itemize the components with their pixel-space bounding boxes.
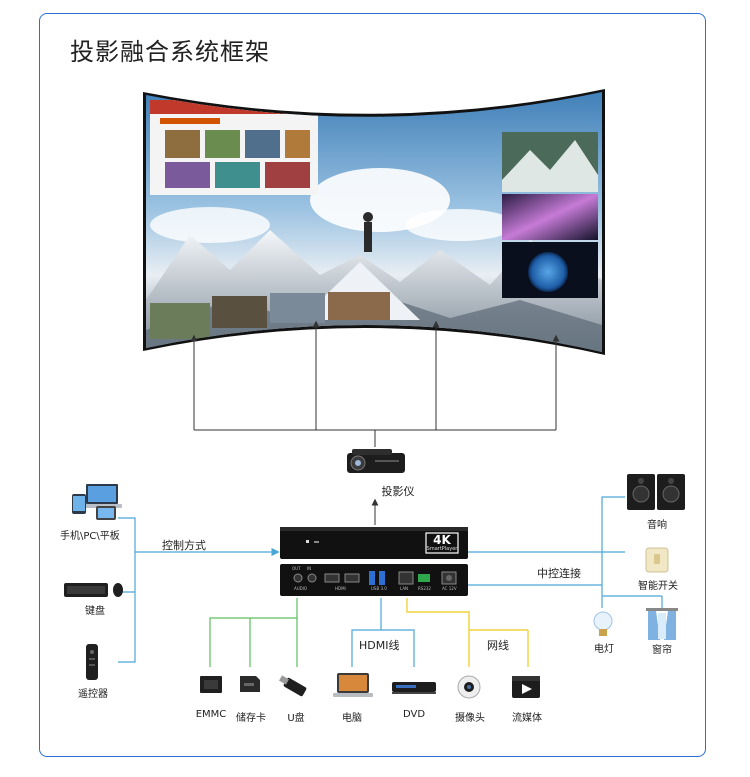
smartplayer-device [280, 527, 468, 596]
curtain-icon [646, 608, 678, 640]
page-title: 投影融合系统框架 [70, 38, 270, 66]
bottom-storage-lines [209, 598, 298, 667]
emmc-icon [200, 676, 222, 693]
bottom-item-label-camera: 摄像头 [455, 713, 485, 724]
camera-icon [457, 675, 481, 699]
port-label-rs232: RS232 [418, 586, 431, 591]
usb-drive-icon [279, 675, 307, 697]
left-item-label-devices: 手机\PC\平板 [60, 531, 120, 542]
keyboard-icon [64, 583, 123, 597]
port-label-hdmi: HDMI [335, 586, 346, 591]
lan-cable-label: 网线 [487, 639, 509, 652]
smart-switch-icon [645, 547, 669, 573]
bottom-item-label-streaming: 流媒体 [512, 713, 542, 724]
bottom-item-label-dvd: DVD [402, 709, 426, 720]
port-label-lan: LAN [400, 586, 409, 591]
projection-screen [143, 89, 605, 355]
speaker-icon [627, 474, 685, 510]
light-bulb-icon [593, 611, 613, 636]
right-item-label-light: 电灯 [594, 644, 614, 655]
device-badge: 4K [433, 533, 451, 547]
control-method-label: 控制方式 [162, 539, 206, 552]
bottom-item-label-computer: 电脑 [342, 713, 362, 724]
memory-card-icon [240, 676, 260, 692]
computer-icon [333, 673, 373, 697]
laptop-phone-tablet-icon [72, 484, 122, 520]
bottom-item-label-usb: U盘 [287, 713, 305, 724]
screen-feed-lines [190, 320, 560, 447]
dvd-player-icon [392, 682, 436, 694]
bottom-item-label-memory-card: 储存卡 [236, 713, 266, 724]
right-control-lines [468, 496, 663, 608]
remote-control-icon [86, 644, 98, 680]
left-item-label-remote: 遥控器 [78, 689, 108, 700]
left-item-label-keyboard: 键盘 [85, 606, 105, 617]
projector-icon [347, 449, 405, 473]
central-control-label: 中控连接 [537, 567, 581, 580]
streaming-media-icon [512, 676, 540, 698]
port-label-out: OUT [292, 566, 301, 571]
bottom-lan-lines [406, 598, 529, 667]
right-item-label-speaker: 音响 [647, 520, 667, 531]
port-label-audio: AUDIO [294, 586, 308, 591]
port-label-usb: USB 3.0 [371, 586, 387, 591]
bottom-item-label-emmc: EMMC [195, 709, 227, 720]
bottom-hdmi-lines [351, 598, 415, 667]
port-label-ac: AC 12V [442, 586, 457, 591]
right-item-label-curtain: 窗帘 [652, 645, 672, 656]
hdmi-cable-label: HDMI线 [359, 639, 400, 652]
device-subtitle: SmartPlayer [426, 546, 458, 552]
projector-label: 投影仪 [381, 485, 415, 498]
right-item-label-switch: 智能开关 [638, 581, 678, 592]
port-label-in: IN [307, 566, 312, 571]
